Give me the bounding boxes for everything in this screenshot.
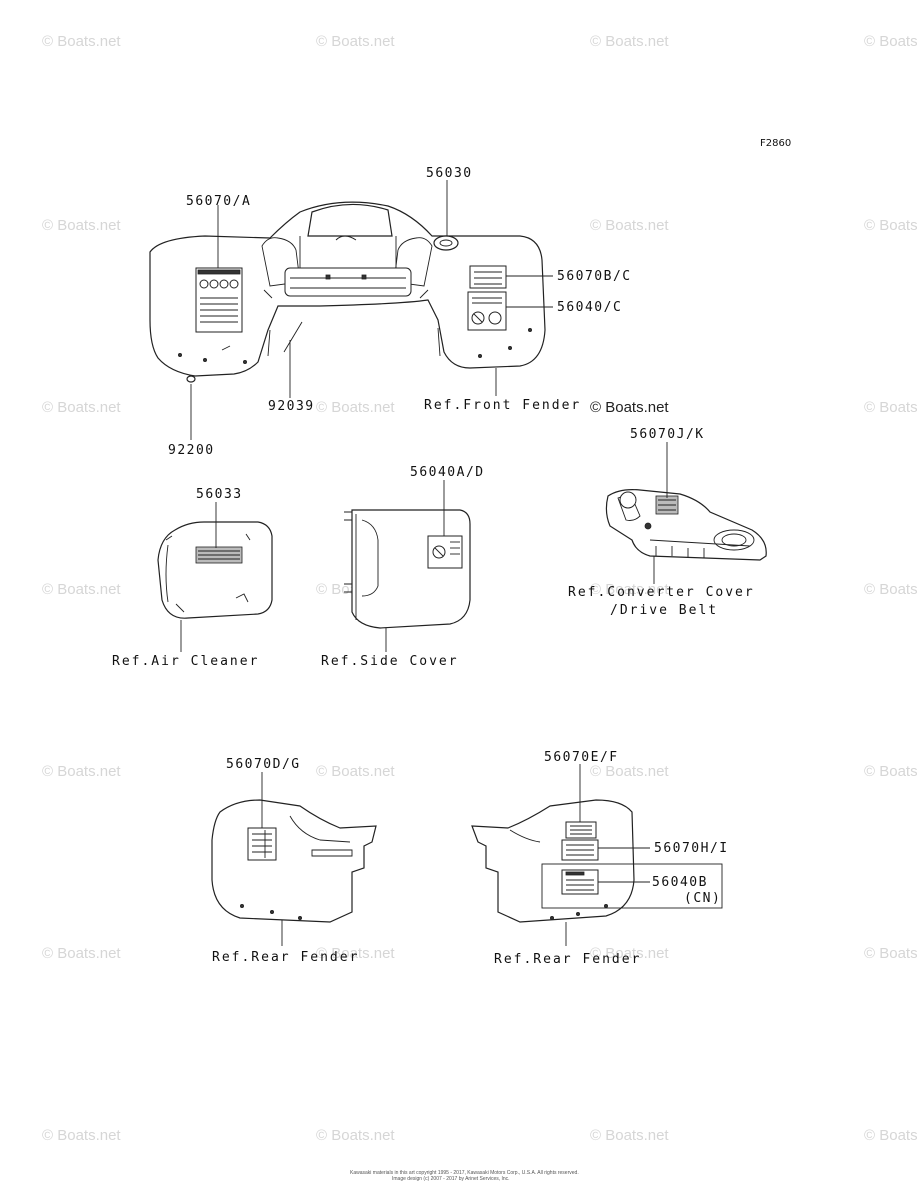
watermark: © Boats.net [316, 399, 395, 416]
callout-56030: 56030 [426, 166, 473, 181]
watermark: © Boats.net [42, 217, 121, 234]
watermark: © Boats.net [590, 33, 669, 50]
callout-56070-h-i: 56070H/I [654, 841, 729, 856]
callout-92039: 92039 [268, 399, 315, 414]
callout-56070-a: 56070/A [186, 194, 251, 209]
watermark: © Boats.net [42, 33, 121, 50]
watermark: © Boats.net [42, 763, 121, 780]
watermark: © Boats.net [864, 217, 917, 234]
watermark: © Boats.net [42, 581, 121, 598]
ref-rear-fender-right: Ref.Rear Fender [494, 952, 641, 967]
ref-drive-belt: /Drive Belt [610, 603, 718, 618]
ref-front-fender: Ref.Front Fender [424, 398, 581, 413]
watermark: © Boats.net [864, 945, 917, 962]
callout-56040-c: 56040/C [557, 300, 622, 315]
watermark: © Boats.net [42, 945, 121, 962]
callout-56040-a-d: 56040A/D [410, 465, 485, 480]
watermark: © Boats.net [316, 33, 395, 50]
watermark: © Boats.net [590, 1127, 669, 1144]
copyright-line-1: Kawasaki materials in this art copyright… [350, 1170, 579, 1176]
callout-92200: 92200 [168, 443, 215, 458]
callout-56070-j-k: 56070J/K [630, 427, 705, 442]
watermark-featured: © Boats.net [590, 399, 669, 416]
callout-56070-d-g: 56070D/G [226, 757, 301, 772]
watermark: © Boats.net [590, 763, 669, 780]
watermark: © Boats.net [590, 945, 669, 962]
watermark-layer: © Boats.net © Boats.net © Boats.net © Bo… [42, 33, 917, 1144]
watermark: © Boats.net [864, 581, 917, 598]
callout-56070-e-f: 56070E/F [544, 750, 619, 765]
converter-cover-drawing [605, 489, 767, 561]
ref-side-cover: Ref.Side Cover [321, 654, 459, 669]
callout-56040b-cn: (CN) [684, 891, 721, 906]
ref-rear-fender-left: Ref.Rear Fender [212, 950, 359, 965]
watermark: © Boats.net [864, 399, 917, 416]
side-cover-drawing [344, 509, 471, 629]
copyright-line-2: Image design (c) 2007 - 2017 by Arinet S… [392, 1176, 510, 1182]
ref-converter-cover: Ref.Converter Cover [568, 585, 755, 600]
watermark: © Boats.net [316, 1127, 395, 1144]
callout-56070-b-c: 56070B/C [557, 269, 632, 284]
front-fender-drawing [149, 201, 546, 383]
air-cleaner-drawing [157, 521, 273, 619]
rear-fender-left-drawing [211, 799, 377, 923]
watermark: © Boats.net [42, 1127, 121, 1144]
callout-56033: 56033 [196, 487, 243, 502]
watermark: © Boats.net [316, 763, 395, 780]
watermark: © Boats.net [42, 399, 121, 416]
watermark: © Boats.net [864, 33, 917, 50]
watermark: © Boats.net [590, 217, 669, 234]
watermark: © Boats.net [316, 945, 395, 962]
rear-fender-right-drawing [471, 799, 723, 923]
callout-56040b: 56040B [652, 875, 708, 890]
watermark: © Boats.net [864, 1127, 917, 1144]
watermark: © Boats.net [590, 581, 669, 598]
watermark: © Boats.net [864, 763, 917, 780]
ref-air-cleaner: Ref.Air Cleaner [112, 654, 259, 669]
figure-code: F2860 [760, 138, 791, 149]
